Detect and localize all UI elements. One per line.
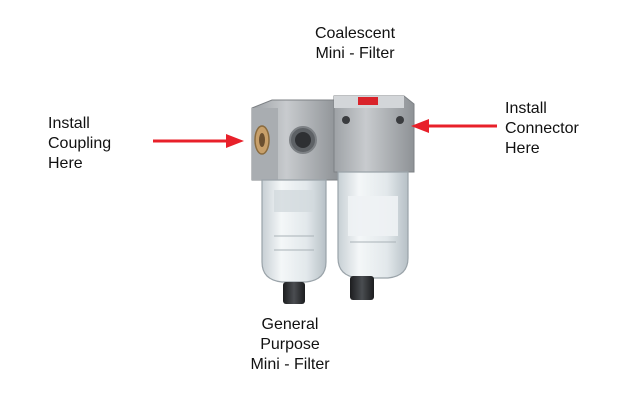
coalescent-filter-label: Coalescent Mini - Filter [314,25,396,62]
general-purpose-filter [251,99,339,304]
coalescent-filter [333,95,415,300]
right-arrow [411,119,497,133]
left-drain-knob [283,282,305,304]
general-purpose-filter-label: General Purpose Mini - Filter [250,316,330,373]
left-arrow [153,134,244,148]
install-connector-label: Install Connector Here [505,100,579,157]
screw-icon [342,116,350,124]
right-drain-knob [350,276,374,300]
indicator-badge [358,97,378,105]
install-coupling-label: Install Coupling Here [48,115,112,172]
screw-icon [396,116,404,124]
